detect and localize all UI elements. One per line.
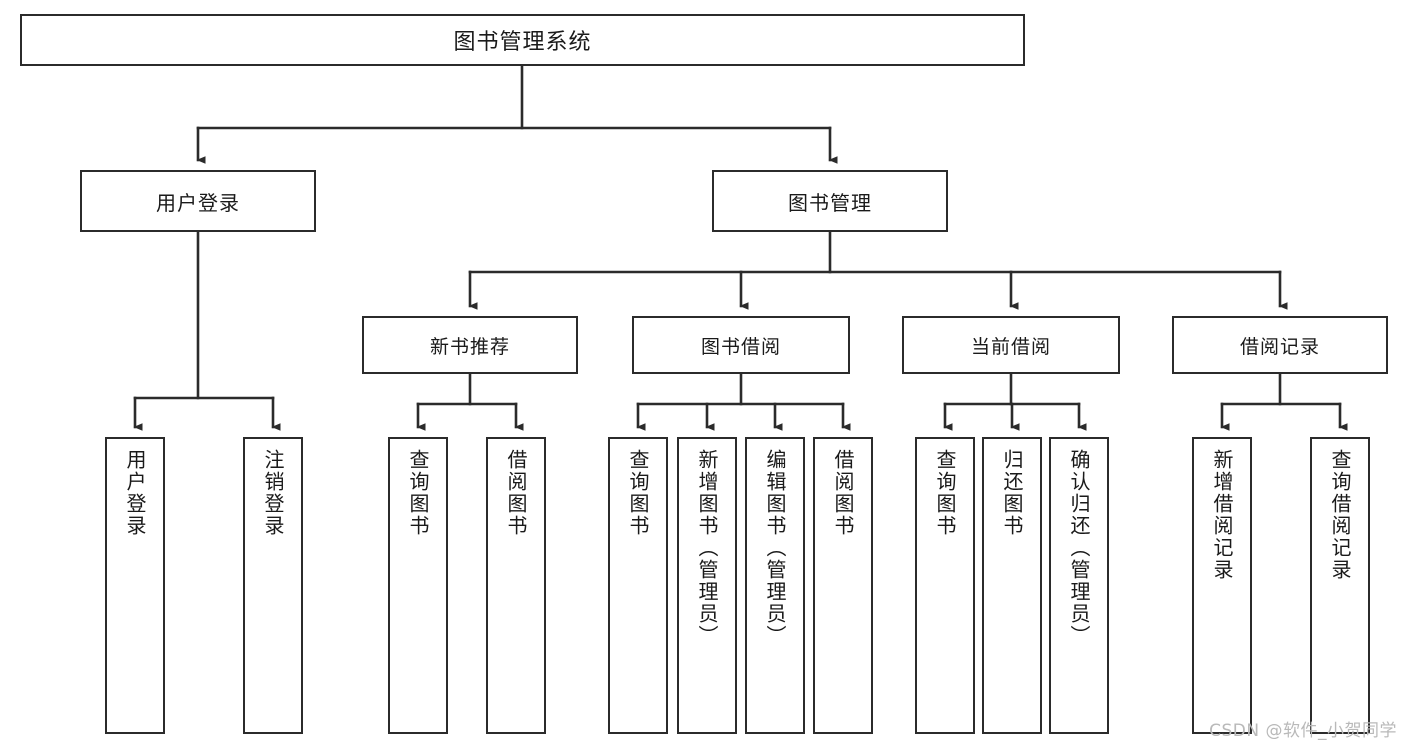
node-leaf-confirm-return-admin-label: 确认归还（管理员）	[1067, 449, 1091, 647]
node-leaf-edit-book-admin-label: 编辑图书（管理员）	[763, 449, 787, 647]
node-book-management[interactable]: 图书管理	[712, 170, 948, 232]
node-new-book-recommend-label: 新书推荐	[429, 335, 510, 358]
node-borrow-record[interactable]: 借阅记录	[1172, 316, 1388, 374]
node-leaf-edit-book-admin[interactable]: 编辑图书（管理员）	[745, 437, 805, 734]
node-new-book-recommend[interactable]: 新书推荐	[362, 316, 578, 374]
node-leaf-return-book-label: 归还图书	[1000, 449, 1024, 537]
node-leaf-query-borrow-record[interactable]: 查询借阅记录	[1310, 437, 1370, 734]
node-leaf-logout[interactable]: 注销登录	[243, 437, 303, 734]
node-leaf-user-login[interactable]: 用户登录	[105, 437, 165, 734]
node-leaf-query-book-2-label: 查询图书	[626, 449, 650, 537]
node-leaf-borrow-book-2-label: 借阅图书	[831, 449, 855, 537]
node-user-login[interactable]: 用户登录	[80, 170, 316, 232]
node-leaf-return-book[interactable]: 归还图书	[982, 437, 1042, 734]
node-leaf-query-borrow-record-label: 查询借阅记录	[1328, 449, 1352, 581]
node-leaf-query-book-3[interactable]: 查询图书	[915, 437, 975, 734]
node-leaf-add-book-admin-label: 新增图书（管理员）	[695, 449, 719, 647]
node-user-login-label: 用户登录	[156, 190, 240, 215]
node-book-borrow-label: 图书借阅	[700, 335, 781, 358]
node-leaf-query-book-1[interactable]: 查询图书	[388, 437, 448, 734]
node-leaf-add-borrow-record-label: 新增借阅记录	[1210, 449, 1234, 581]
node-leaf-query-book-1-label: 查询图书	[406, 449, 430, 537]
node-leaf-add-borrow-record[interactable]: 新增借阅记录	[1192, 437, 1252, 734]
node-leaf-query-book-2[interactable]: 查询图书	[608, 437, 668, 734]
node-leaf-add-book-admin[interactable]: 新增图书（管理员）	[677, 437, 737, 734]
node-leaf-borrow-book-1-label: 借阅图书	[504, 449, 528, 537]
node-current-borrow-label: 当前借阅	[970, 335, 1051, 358]
node-borrow-record-label: 借阅记录	[1239, 335, 1320, 358]
node-leaf-logout-label: 注销登录	[261, 449, 285, 537]
node-book-management-label: 图书管理	[788, 190, 872, 215]
node-book-borrow[interactable]: 图书借阅	[632, 316, 850, 374]
node-leaf-borrow-book-2[interactable]: 借阅图书	[813, 437, 873, 734]
node-leaf-borrow-book-1[interactable]: 借阅图书	[486, 437, 546, 734]
node-leaf-confirm-return-admin[interactable]: 确认归还（管理员）	[1049, 437, 1109, 734]
node-root[interactable]: 图书管理系统	[20, 14, 1025, 66]
node-leaf-user-login-label: 用户登录	[123, 449, 147, 537]
node-leaf-query-book-3-label: 查询图书	[933, 449, 957, 537]
node-current-borrow[interactable]: 当前借阅	[902, 316, 1120, 374]
node-root-label: 图书管理系统	[453, 30, 592, 55]
